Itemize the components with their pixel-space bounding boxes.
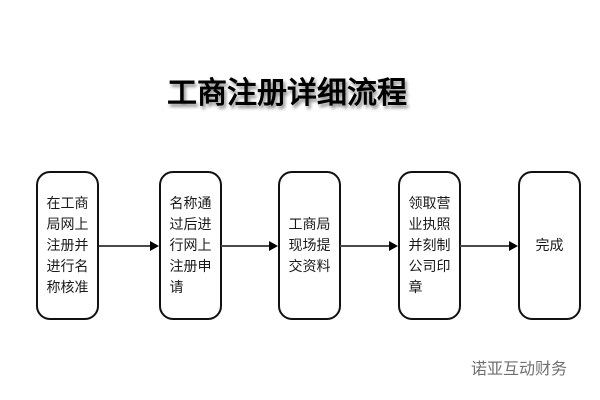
flow-step-name-approved-apply: 名称通 过后进 行网上 注册申 请 (159, 171, 222, 320)
arrow-head-icon (269, 240, 278, 251)
arrow-line (221, 244, 269, 247)
flow-step-submit-materials: 工商局 现场提 交资料 (278, 171, 341, 320)
brand-watermark: 诺亚互动财务 (471, 361, 568, 378)
arrow-head-icon (389, 240, 398, 251)
flow-step-label: 名称通 过后进 行网上 注册申 请 (169, 195, 212, 295)
flow-step-label: 在工商 局网上 注册并 进行名 称核准 (46, 195, 89, 295)
flow-step-label: 工商局 现场提 交资料 (288, 216, 331, 274)
flow-arrow-1 (99, 240, 159, 251)
arrow-line (340, 244, 389, 247)
flow-arrow-4 (460, 240, 518, 251)
flow-step-get-license-seal: 领取营 业执照 并刻制 公司印 章 (398, 171, 461, 320)
flow-step-done: 完成 (518, 171, 581, 320)
flow-step-label: 领取营 业执照 并刻制 公司印 章 (408, 195, 451, 295)
flow-arrow-3 (340, 240, 398, 251)
arrow-head-icon (509, 240, 518, 251)
arrow-head-icon (150, 240, 159, 251)
arrow-line (460, 244, 509, 247)
flow-step-label: 完成 (535, 237, 564, 253)
flow-step-online-register: 在工商 局网上 注册并 进行名 称核准 (36, 171, 99, 320)
flow-arrow-2 (221, 240, 278, 251)
arrow-line (99, 244, 150, 247)
page-title: 工商注册详细流程 (167, 77, 407, 110)
